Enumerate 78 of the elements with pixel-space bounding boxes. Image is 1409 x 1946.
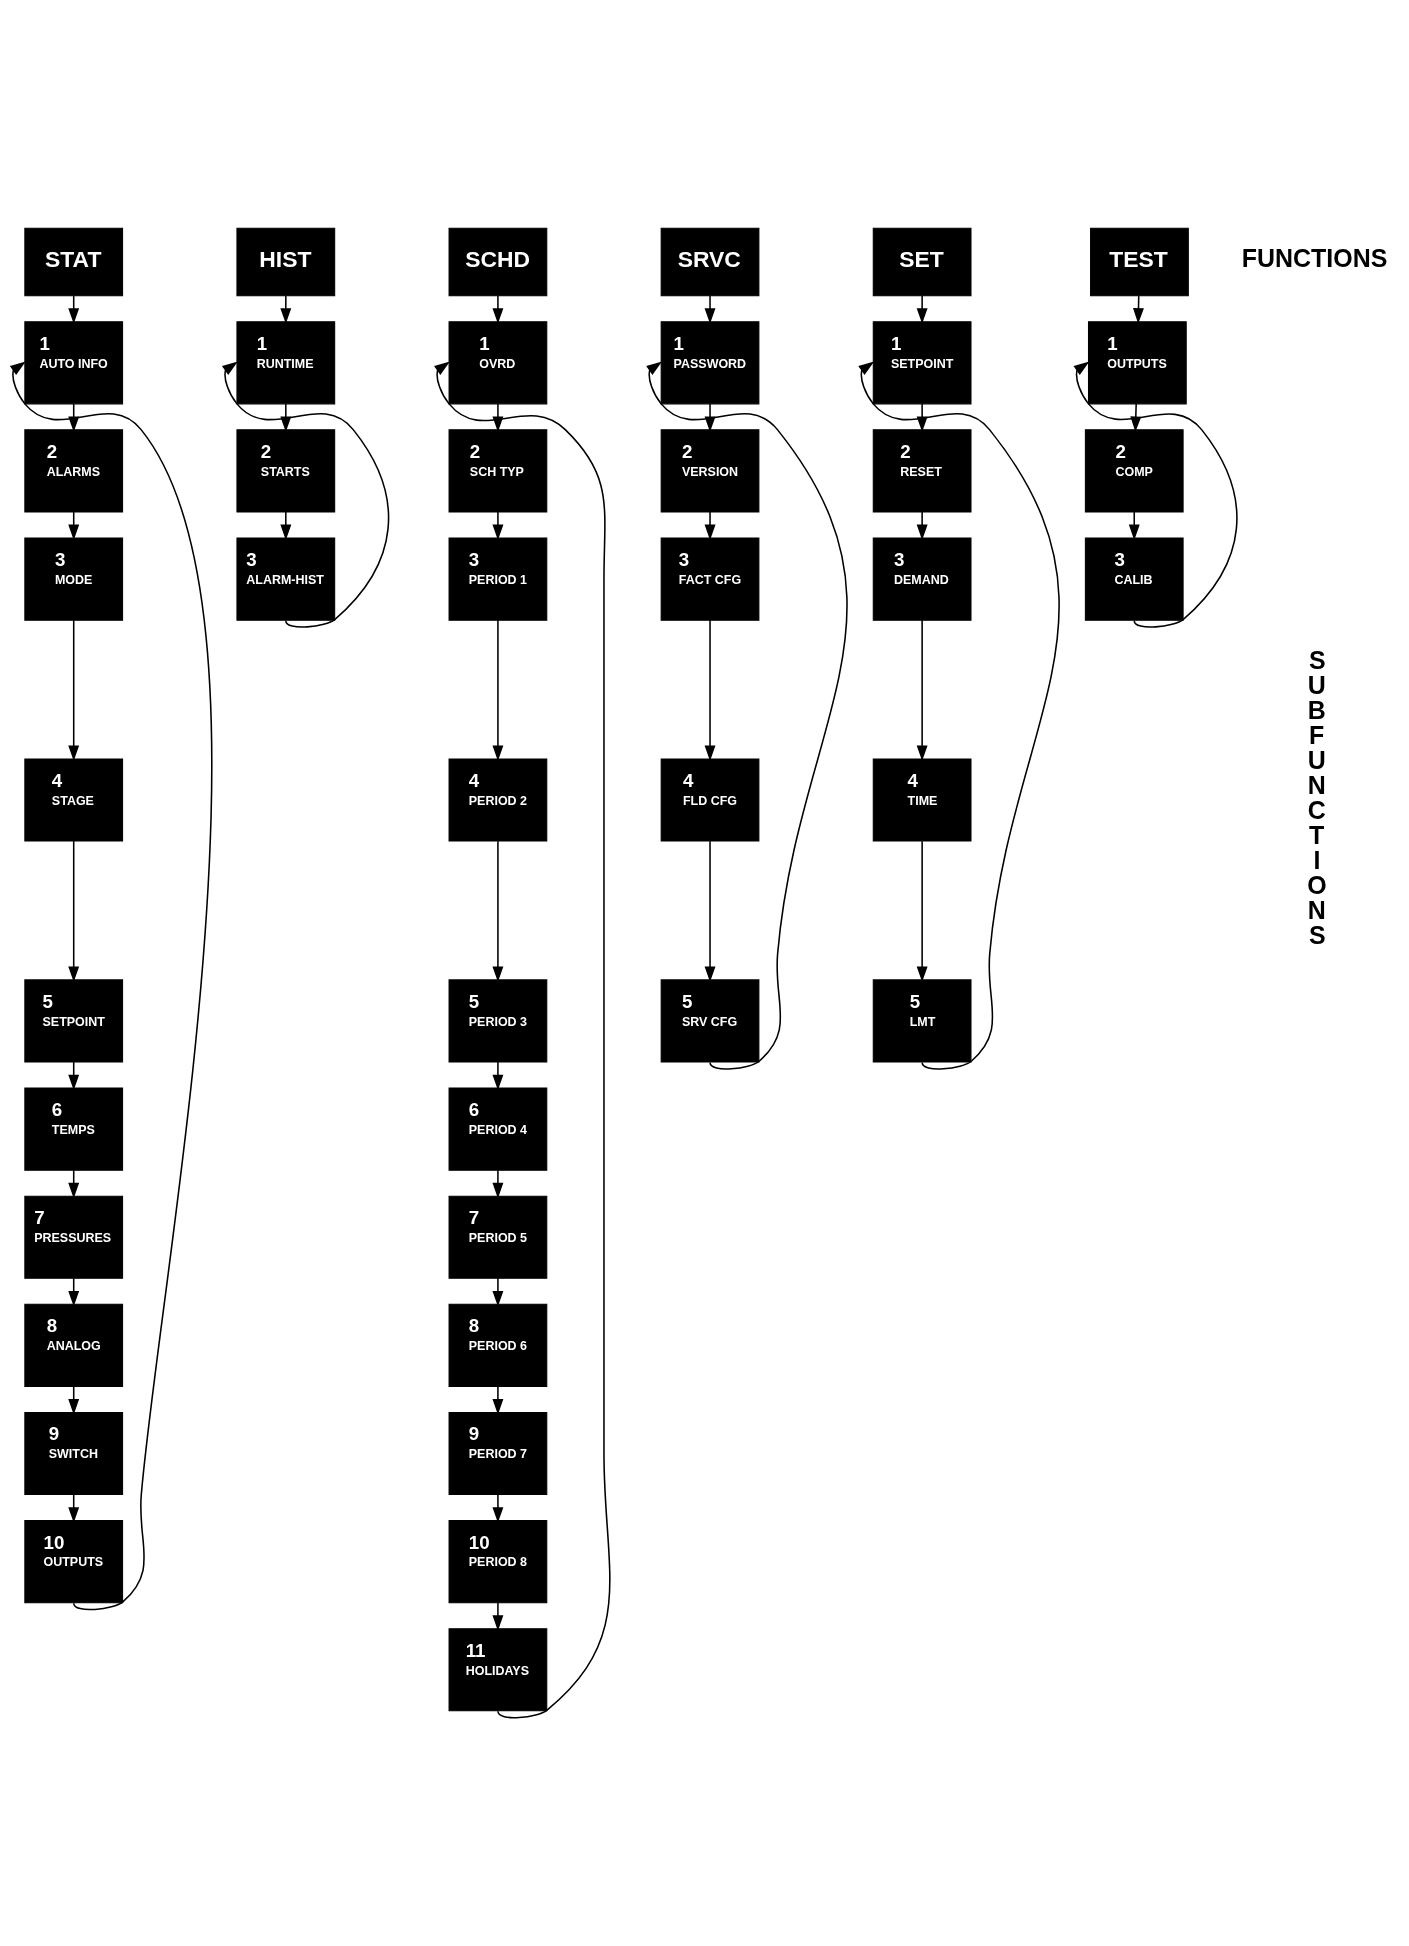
node-box: 2 ALARMS [24,429,124,513]
label: FUNCTIONS [1241,244,1388,273]
node-box: 1 AUTO INFO [24,321,124,405]
arrow [434,361,611,1719]
node-box: 1 PASSWORD [660,321,760,405]
node-box: TEST [1090,227,1189,297]
arrow [1073,361,1238,628]
node-box: 4 PERIOD 2 [448,758,548,842]
node-box: 5 SETPOINT [24,979,124,1063]
arrow [704,840,716,982]
arrow [704,619,716,762]
arrow [280,403,292,433]
node-box: 4 TIME [872,758,972,842]
arrow [492,1061,504,1091]
arrow [704,295,716,324]
arrow [916,840,928,982]
node-box: 9 SWITCH [24,1411,124,1496]
node-box: 5 PERIOD 3 [448,979,548,1063]
node-box: 10 PERIOD 8 [448,1520,548,1604]
node-box: 3 ALARM-HIST [236,537,336,621]
arrow [492,511,504,541]
node-box: 5 SRV CFG [660,979,760,1063]
node-box: 6 PERIOD 4 [448,1087,548,1171]
arrow [492,840,504,982]
node-box: 2 STARTS [236,429,336,513]
arrow [916,295,928,324]
node-box: 1 OVRD [448,321,548,405]
arrow [492,1601,504,1631]
arrow [221,361,390,628]
arrow [916,619,928,762]
arrow [492,1169,504,1199]
node-box: STAT [24,227,124,297]
arrow [704,511,716,541]
node-box: 2 COMP [1084,429,1184,513]
node-box: SRVC [660,227,760,297]
arrow [916,511,928,541]
node-box: 1 SETPOINT [872,321,972,405]
arrow [492,403,504,433]
arrow [646,361,848,1070]
arrow [916,403,928,433]
node-box: 3 CALIB [1084,537,1184,621]
arrow [492,1385,504,1415]
node-box: 8 PERIOD 6 [448,1303,548,1387]
node-box: 3 FACT CFG [660,537,760,621]
node-box: 10 OUTPUTS [24,1520,124,1604]
node-box: 3 PERIOD 1 [448,537,548,621]
node-box: 2 SCH TYP [448,429,548,513]
arrow [704,403,716,433]
node-box: 2 RESET [872,429,972,513]
arrow [1128,511,1140,541]
node-box: 9 PERIOD 7 [448,1411,548,1496]
arrow [280,511,292,541]
node-box: SET [872,227,972,297]
arrow [492,295,504,324]
arrow [492,1493,504,1523]
arrow [9,361,213,1611]
node-box: 1 OUTPUTS [1087,321,1187,405]
arrow [492,619,504,762]
node-box: SCHD [448,227,548,297]
node-box: 5 LMT [872,979,972,1063]
node-box: 1 RUNTIME [236,321,336,405]
node-box: 7 PRESSURES [24,1195,124,1279]
label: SUBFUNCTIONS [1307,646,1327,949]
arrow [492,1277,504,1307]
node-box: 8 ANALOG [24,1303,124,1387]
arrow [68,840,80,982]
arrow [280,295,292,324]
node-box: 4 FLD CFG [660,758,760,842]
node-box: 11 HOLIDAYS [448,1628,548,1712]
node-box: 7 PERIOD 5 [448,1195,548,1279]
node-box: HIST [236,227,336,297]
arrow [68,619,80,762]
node-box: 6 TEMPS [24,1087,124,1171]
arrow [858,361,1060,1070]
node-box: 2 VERSION [660,429,760,513]
node-box: 3 MODE [24,537,124,621]
node-box: 4 STAGE [24,758,124,842]
node-box: 3 DEMAND [872,537,972,621]
